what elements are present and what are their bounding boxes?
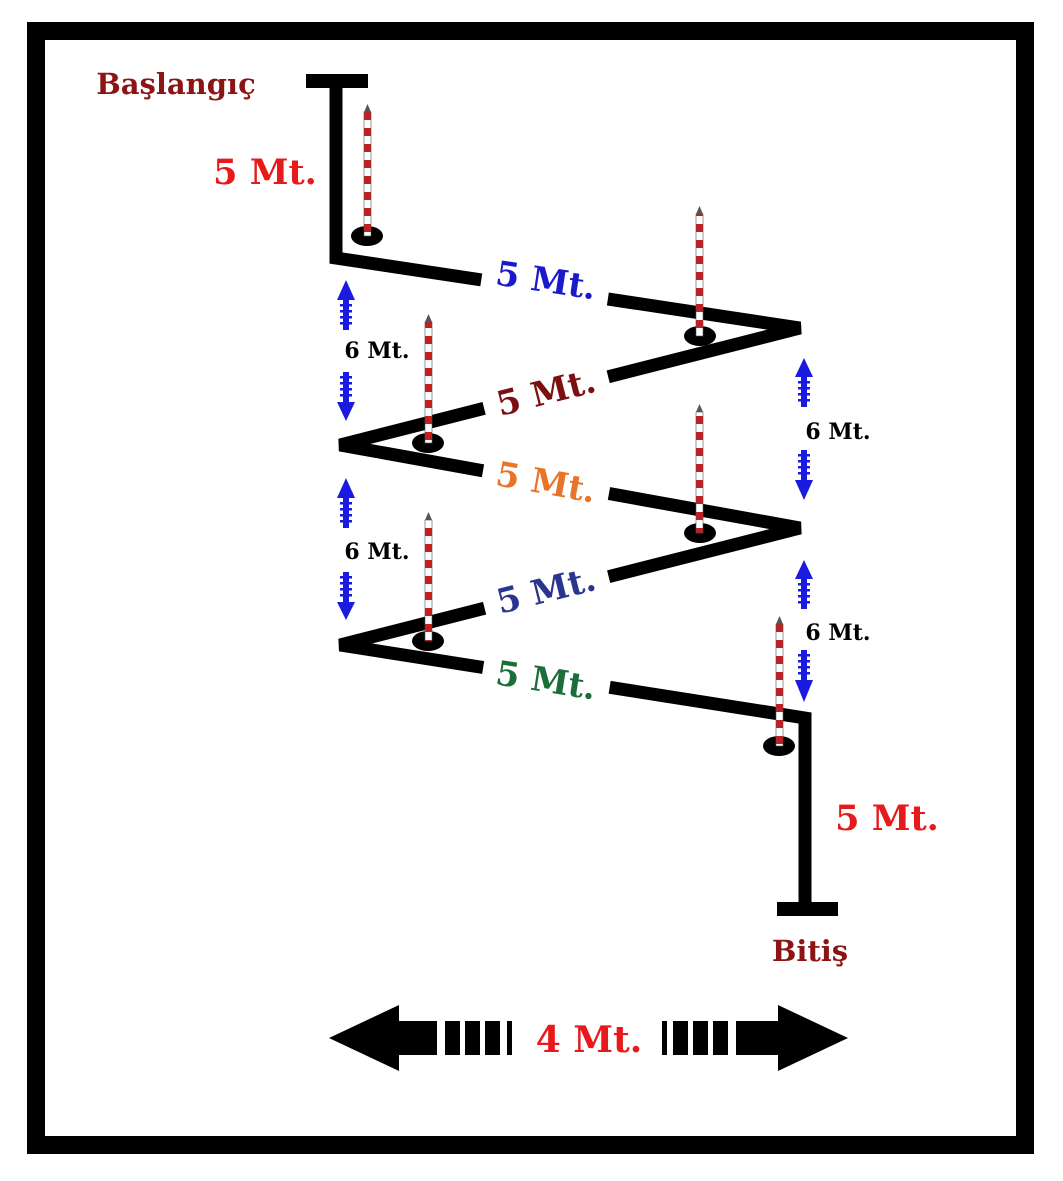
slalom-pole-icon — [412, 314, 444, 453]
slalom-pole-icon — [351, 104, 383, 246]
slalom-pole-icon — [684, 206, 716, 346]
slalom-pole-icon — [684, 404, 716, 543]
poles — [351, 104, 795, 756]
gap-arrow-left-2 — [337, 478, 355, 620]
gap-right-2-label: 6 Mt. — [805, 620, 870, 646]
leg-3-label: 5 Mt. — [493, 454, 599, 511]
label-backgrounds — [478, 246, 614, 714]
start-leg-label: 5 Mt. — [213, 152, 317, 193]
gap-left-2-label: 6 Mt. — [344, 539, 409, 565]
double-arrow-icon — [329, 1005, 848, 1071]
slalom-pole-icon — [412, 512, 444, 651]
finish-label: Bitiş — [772, 934, 848, 968]
slalom-pole-icon — [763, 616, 795, 756]
gap-right-1-label: 6 Mt. — [805, 419, 870, 445]
gap-arrow-right-1 — [795, 358, 813, 500]
gap-arrow-right-2 — [795, 560, 813, 702]
gap-arrow-left-1 — [337, 280, 355, 421]
width-label: 4 Mt. — [536, 1019, 643, 1061]
end-leg-label: 5 Mt. — [835, 798, 939, 839]
outer-frame — [27, 22, 1034, 1154]
start-label: Başlangıç — [96, 67, 255, 101]
gap-left-1-label: 6 Mt. — [344, 338, 409, 364]
